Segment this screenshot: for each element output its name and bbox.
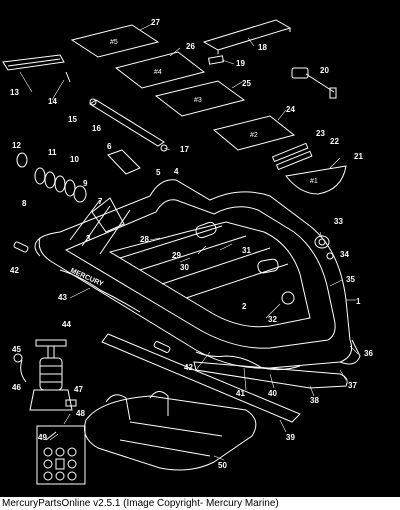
callout-42b: 42 — [184, 363, 193, 372]
rub-strip[interactable] — [101, 333, 301, 423]
callout-45: 45 — [12, 345, 21, 354]
oar-pin[interactable] — [65, 71, 71, 83]
callout-22: 22 — [330, 137, 339, 146]
callout-24: 24 — [286, 105, 295, 114]
callout-15: 15 — [68, 115, 77, 124]
panel-4-label: #4 — [154, 69, 162, 76]
callout-11: 11 — [48, 148, 57, 157]
exploded-parts-diagram: #5 #4 #3 #2 #1 — [2, 18, 374, 485]
callout-31: 31 — [242, 246, 251, 255]
callout-38: 38 — [310, 396, 319, 405]
rod-end-cap[interactable] — [160, 144, 168, 152]
callout-49: 49 — [38, 433, 47, 442]
callout-3: 3 — [86, 234, 91, 243]
callout-39: 39 — [286, 433, 295, 442]
pump-cap[interactable] — [13, 353, 23, 363]
callout-leaders — [19, 23, 359, 461]
panel-1-label: #1 — [310, 178, 318, 185]
callout-50: 50 — [218, 461, 227, 470]
bolt-center[interactable] — [153, 341, 171, 353]
callout-10: 10 — [70, 155, 79, 164]
callout-18: 18 — [258, 43, 267, 52]
callout-33: 33 — [334, 217, 343, 226]
floor-panel-3[interactable]: #3 — [154, 80, 246, 117]
callout-5: 5 — [156, 168, 161, 177]
transom-block[interactable] — [91, 197, 125, 233]
carry-handle[interactable] — [107, 149, 141, 175]
callout-6: 6 — [107, 142, 112, 151]
callout-43: 43 — [58, 293, 67, 302]
callout-13: 13 — [10, 88, 19, 97]
callout-21: 21 — [354, 152, 363, 161]
callout-12: 12 — [12, 141, 21, 150]
callout-27: 27 — [151, 18, 160, 27]
callout-42a: 42 — [10, 266, 19, 275]
callout-41: 41 — [236, 389, 245, 398]
callout-1: 1 — [356, 297, 361, 306]
inflation-valve[interactable] — [314, 235, 334, 260]
callout-9: 9 — [83, 179, 88, 188]
bolt-left[interactable] — [13, 241, 29, 253]
callout-8: 8 — [22, 199, 27, 208]
callout-32: 32 — [268, 315, 277, 324]
floor-panel-4[interactable]: #4 — [114, 51, 206, 89]
pump-handle[interactable] — [291, 67, 337, 99]
callout-34: 34 — [340, 250, 349, 259]
valve-assembly[interactable] — [16, 152, 87, 203]
callout-48: 48 — [76, 409, 85, 418]
panel-2-label: #2 — [250, 132, 258, 139]
callout-29: 29 — [172, 251, 181, 260]
callout-36: 36 — [364, 349, 373, 358]
stringer-rod[interactable] — [89, 98, 165, 147]
callout-17: 17 — [180, 145, 189, 154]
callout-26: 26 — [186, 42, 195, 51]
callout-28: 28 — [140, 235, 149, 244]
inflatable-hull[interactable] — [34, 179, 361, 371]
callout-46: 46 — [12, 383, 21, 392]
floor-panel-2[interactable]: #2 — [212, 115, 296, 151]
callout-35: 35 — [346, 275, 355, 284]
callout-2: 2 — [242, 302, 247, 311]
storage-bag[interactable] — [84, 391, 257, 471]
callout-4: 4 — [174, 167, 179, 176]
callout-19: 19 — [236, 59, 245, 68]
callout-14: 14 — [48, 97, 57, 106]
small-plate[interactable] — [208, 55, 224, 65]
floor-panel-5[interactable]: #5 — [70, 24, 160, 58]
hull-brand-label: MERCURY — [69, 267, 104, 288]
callout-44: 44 — [62, 320, 71, 329]
oar[interactable] — [2, 54, 65, 71]
callout-20: 20 — [320, 66, 329, 75]
callout-25: 25 — [242, 79, 251, 88]
panel-5-label: #5 — [110, 39, 118, 46]
callout-40: 40 — [268, 389, 277, 398]
copyright-caption: MercuryPartsOnline v2.5.1 (Image Copyrig… — [0, 497, 400, 510]
keel-strip[interactable] — [193, 361, 348, 389]
callout-16: 16 — [92, 124, 101, 133]
repair-kit[interactable] — [36, 425, 86, 485]
wear-strips[interactable] — [271, 142, 313, 171]
foot-pump[interactable] — [20, 339, 77, 411]
callout-37: 37 — [348, 381, 357, 390]
seat-board[interactable] — [202, 19, 292, 54]
callout-47: 47 — [74, 385, 83, 394]
transom-panel-1[interactable]: #1 — [285, 165, 347, 195]
callout-30: 30 — [180, 263, 189, 272]
panel-3-label: #3 — [194, 97, 202, 104]
diagram-canvas: #5 #4 #3 #2 #1 — [2, 18, 373, 485]
callout-7: 7 — [98, 197, 103, 206]
callout-numbers: 27 18 26 19 20 25 24 23 22 21 13 14 15 1… — [10, 18, 373, 470]
callout-23: 23 — [316, 129, 325, 138]
